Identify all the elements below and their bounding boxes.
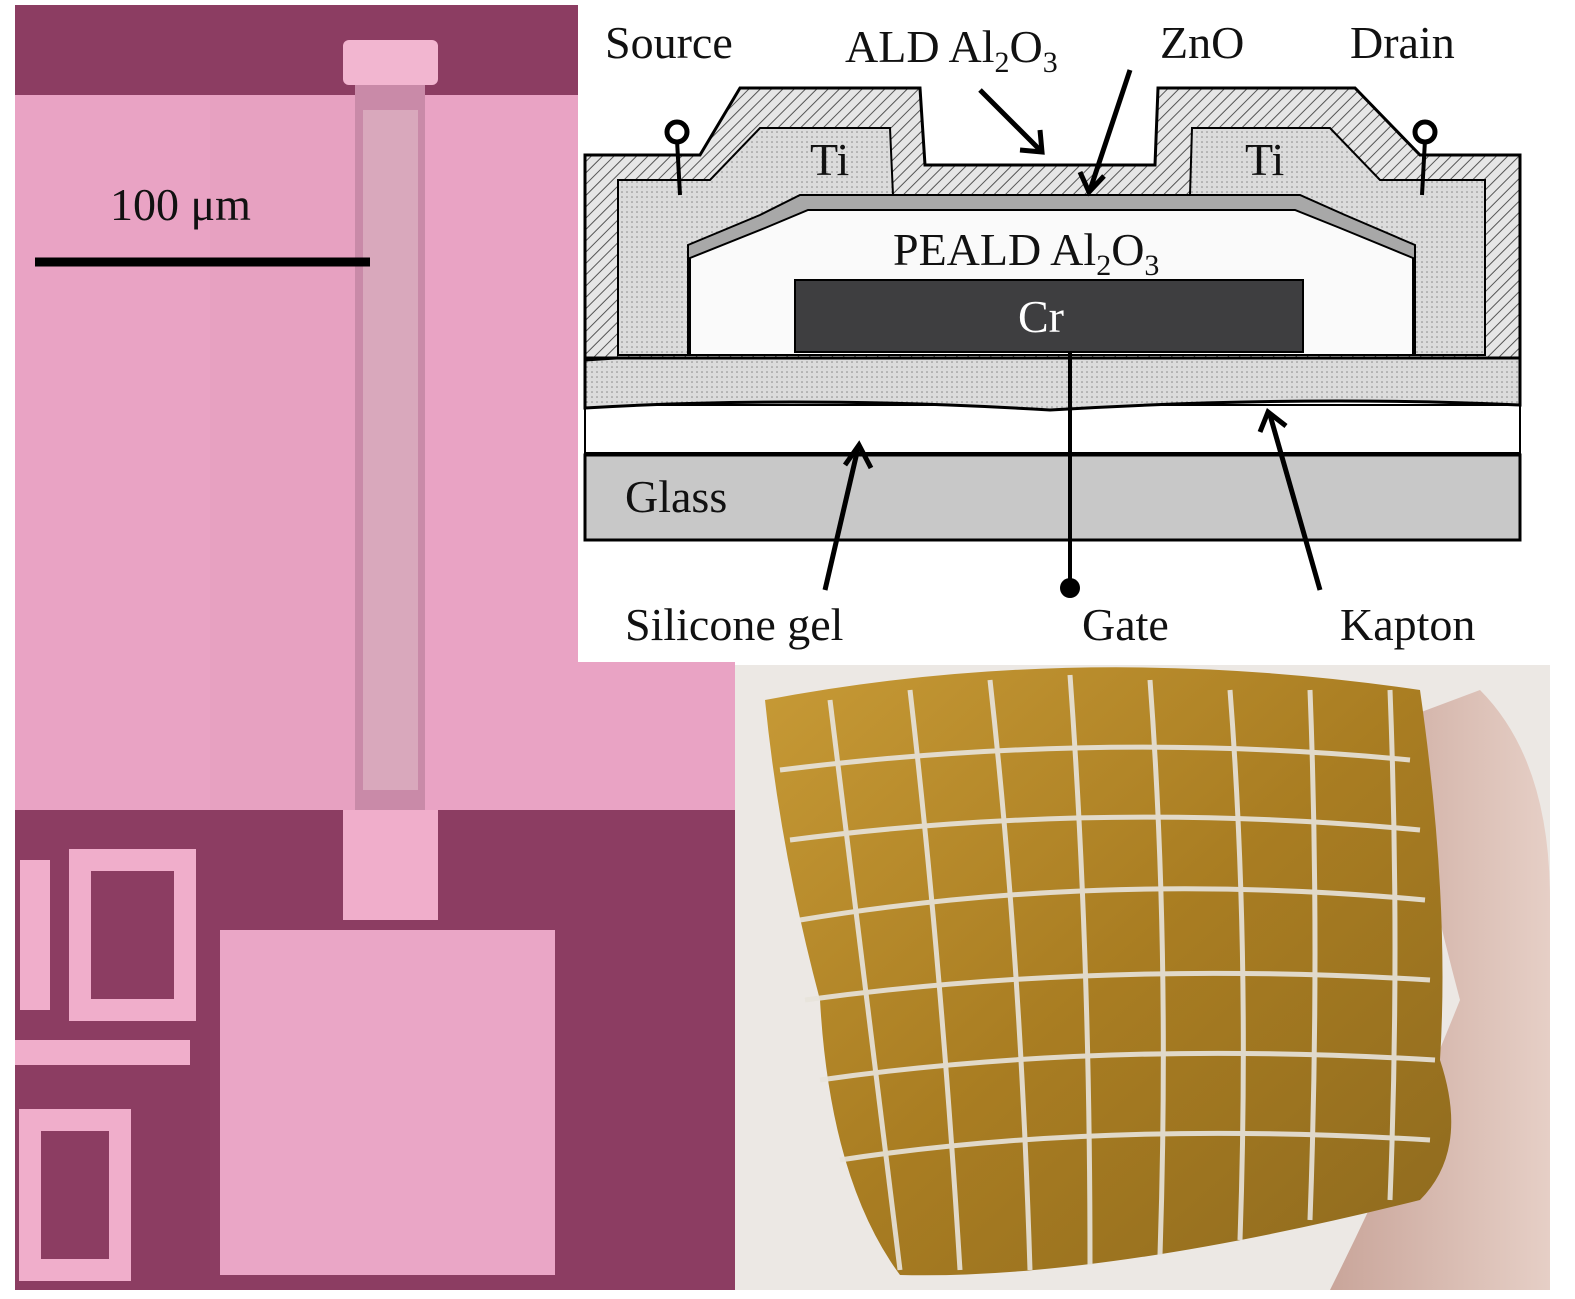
glass-layer [583,453,1522,542]
scale-bar-label: 100 μm [110,179,251,230]
label-gate: Gate [1082,599,1169,650]
hand [1330,690,1550,1290]
label-source: Source [605,17,733,68]
label-peald-al2o3: PEALD Al2O3 [893,224,1159,282]
label-zno: ZnO [1160,17,1244,68]
silicone-gel-layer [584,404,1521,454]
label-silicone-gel: Silicone gel [625,599,843,650]
label-ti-right: Ti [1245,134,1284,185]
label-drain: Drain [1350,17,1455,68]
source-terminal-icon [664,119,690,145]
label-ald-al2o3: ALD Al2O3 [845,21,1058,79]
flexible-array-photo [735,665,1550,1290]
label-cr: Cr [1018,291,1064,342]
drain-terminal-icon [1412,119,1438,145]
channel [363,110,418,790]
label-glass: Glass [625,471,727,522]
gate-terminal-icon [1060,578,1080,598]
cr-gate [794,279,1304,353]
tft-cross-section-diagram: Source ALD Al2O3 ZnO Drain Ti Ti PEALD A… [578,0,1550,662]
label-kapton: Kapton [1340,599,1475,650]
kapton-layer [583,349,1522,412]
label-ti-left: Ti [810,134,849,185]
gate-pad [220,930,555,1275]
